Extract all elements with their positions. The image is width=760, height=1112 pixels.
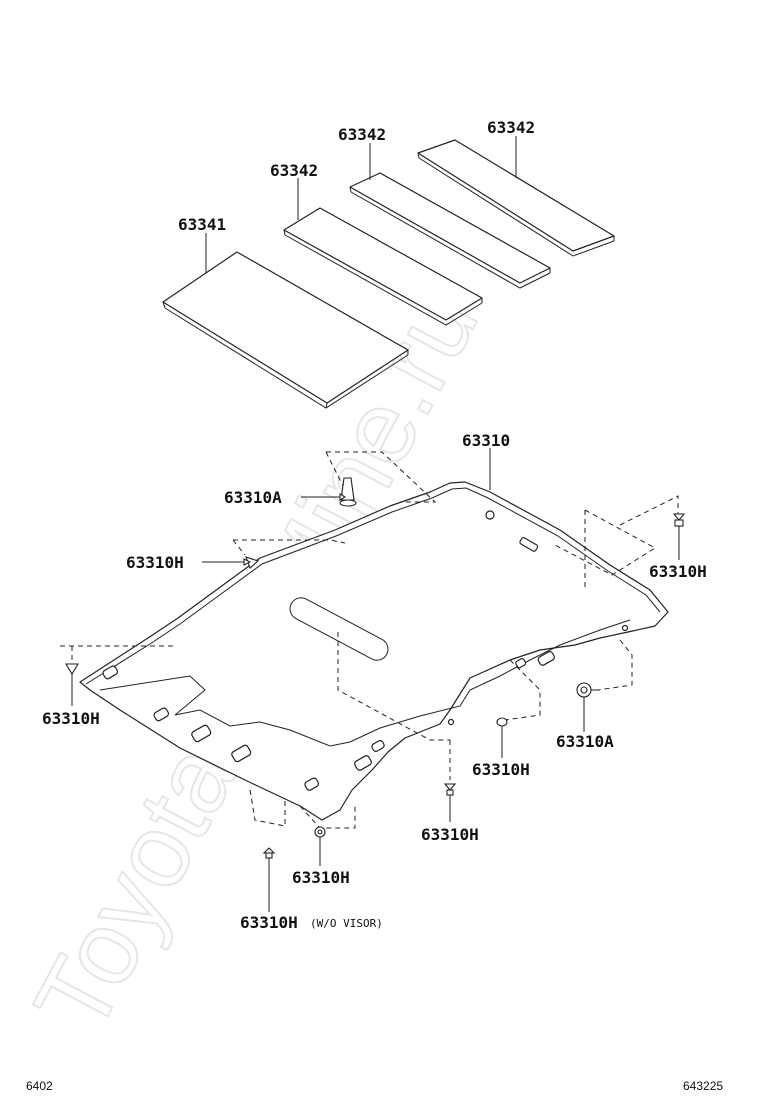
label-63342-c: 63342 <box>487 118 535 137</box>
label-63310a-left: 63310A <box>224 488 282 507</box>
clip-h-right-top-icon <box>672 513 686 527</box>
roof-headlining <box>79 481 669 821</box>
page-code: 6402 <box>26 1079 53 1093</box>
clip-h-bottom-icon <box>314 826 326 838</box>
front-roof-pad <box>162 251 409 409</box>
label-63310h-bottom: 63310H <box>292 868 350 887</box>
clip-h-visor-icon <box>262 847 276 859</box>
label-63310h-right-mid: 63310H <box>472 760 530 779</box>
label-63310h-left: 63310H <box>42 709 100 728</box>
label-visor-note: (W/O VISOR) <box>310 917 383 930</box>
label-63310h-visor: 63310H <box>240 913 298 932</box>
clip-a-right-icon <box>576 682 600 698</box>
clip-h-center-icon <box>443 783 457 796</box>
label-63310h-center: 63310H <box>421 825 479 844</box>
label-63341: 63341 <box>178 215 226 234</box>
clip-h-right-mid-icon <box>496 717 508 727</box>
label-63342-a: 63342 <box>270 161 318 180</box>
label-63310a-right: 63310A <box>556 732 614 751</box>
illustration-number: 643225 <box>683 1079 723 1093</box>
clip-a-left-icon <box>339 477 357 507</box>
label-63310h-right-top: 63310H <box>649 562 707 581</box>
roof-pad-4 <box>417 139 615 257</box>
clip-h-left-icon <box>65 663 79 682</box>
roof-pad-2 <box>283 207 483 326</box>
label-63342-b: 63342 <box>338 125 386 144</box>
label-63310h-left-top: 63310H <box>126 553 184 572</box>
label-63310: 63310 <box>462 431 510 450</box>
